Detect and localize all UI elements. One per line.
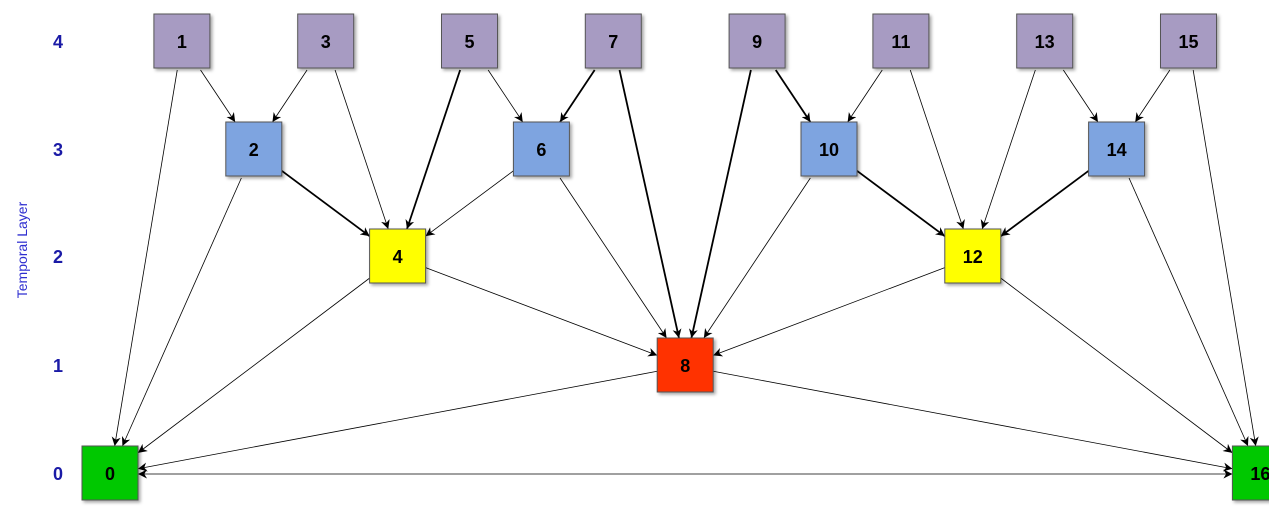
reference-arrow-11-to-10 xyxy=(847,69,883,123)
frame-box-2 xyxy=(225,121,283,177)
frame-label-11: 11 xyxy=(891,32,910,52)
reference-arrow-12-to-16 xyxy=(1000,277,1233,454)
reference-arrow-3-to-2 xyxy=(272,69,308,123)
frame-label-13: 13 xyxy=(1035,32,1055,52)
frame-box-4 xyxy=(369,228,427,284)
frame-box-14 xyxy=(1088,121,1146,177)
frame-node-0: 0 xyxy=(81,445,139,501)
reference-arrow-5-to-6 xyxy=(487,69,524,123)
reference-arrow-13-to-12 xyxy=(980,69,1036,230)
frame-box-5 xyxy=(441,13,498,69)
reference-arrow-2-to-0 xyxy=(121,177,242,447)
axis-title-temporal-layer: Temporal Layer xyxy=(14,201,30,298)
frame-box-9 xyxy=(728,13,786,69)
frame-node-9: 9 xyxy=(728,13,786,69)
frame-node-13: 13 xyxy=(1016,13,1074,69)
frame-label-8: 8 xyxy=(680,356,690,376)
layer-label-4: 4 xyxy=(53,32,63,52)
layer-label-1: 1 xyxy=(53,356,63,376)
frame-label-10: 10 xyxy=(819,140,839,160)
frame-node-12: 12 xyxy=(944,228,1002,284)
frame-node-5: 5 xyxy=(441,13,498,69)
frame-box-15 xyxy=(1160,13,1217,69)
frame-label-14: 14 xyxy=(1107,140,1127,160)
reference-arrow-8-to-16 xyxy=(713,370,1233,472)
frame-box-10 xyxy=(800,121,858,177)
frame-label-3: 3 xyxy=(321,32,331,52)
reference-arrow-10-to-8 xyxy=(703,177,811,339)
frame-node-10: 10 xyxy=(800,121,858,177)
frame-label-7: 7 xyxy=(608,32,618,52)
reference-arrow-9-to-8 xyxy=(688,69,752,339)
frame-box-7 xyxy=(584,13,642,69)
reference-arrow-6-to-8 xyxy=(559,177,667,339)
frame-label-16: 16 xyxy=(1250,464,1269,484)
frame-node-6: 6 xyxy=(512,121,570,177)
reference-arrow-7-to-8 xyxy=(618,69,682,339)
reference-arrow-7-to-6 xyxy=(559,69,596,123)
reference-arrow-2-to-4 xyxy=(281,170,371,237)
frame-node-1: 1 xyxy=(153,13,211,69)
reference-arrow-10-to-12 xyxy=(856,170,946,237)
frame-label-0: 0 xyxy=(105,464,115,484)
reference-arrow-14-to-16 xyxy=(1128,177,1249,447)
frame-node-2: 2 xyxy=(225,121,283,177)
frame-label-12: 12 xyxy=(963,247,983,267)
reference-arrow-5-to-4 xyxy=(405,69,461,230)
reference-arrow-14-to-12 xyxy=(1000,170,1090,237)
reference-arrow-6-to-4 xyxy=(425,170,514,237)
frame-box-0 xyxy=(81,445,139,501)
frame-box-12 xyxy=(944,228,1002,284)
frame-node-14: 14 xyxy=(1088,121,1146,177)
frame-node-7: 7 xyxy=(584,13,642,69)
frame-node-8: 8 xyxy=(656,337,714,393)
temporal-layer-labels: 0 1 2 3 4 xyxy=(53,32,63,484)
frame-node-4: 4 xyxy=(369,228,427,284)
reference-arrow-4-to-8 xyxy=(425,267,658,357)
frame-label-1: 1 xyxy=(177,32,187,52)
frame-label-15: 15 xyxy=(1178,32,1198,52)
frame-box-13 xyxy=(1016,13,1074,69)
frame-box-8 xyxy=(656,337,714,393)
reference-arrow-12-to-8 xyxy=(713,267,945,357)
reference-arrow-13-to-14 xyxy=(1063,69,1099,123)
reference-arrow-9-to-10 xyxy=(774,69,812,123)
frame-box-6 xyxy=(512,121,570,177)
layer-label-0: 0 xyxy=(53,464,63,484)
reference-arrow-11-to-12 xyxy=(909,69,965,230)
frame-node-3: 3 xyxy=(297,13,355,69)
frame-node-15: 15 xyxy=(1160,13,1217,69)
reference-arrow-1-to-0 xyxy=(111,69,178,447)
reference-arrow-15-to-14 xyxy=(1134,69,1171,123)
frame-label-5: 5 xyxy=(464,32,474,52)
reference-arrow-3-to-4 xyxy=(334,69,390,230)
layer-label-3: 3 xyxy=(53,140,63,160)
reference-arrow-1-to-2 xyxy=(200,69,236,123)
reference-arrow-15-to-16 xyxy=(1192,69,1259,447)
frame-node-16: 16 xyxy=(1231,445,1269,501)
layer-label-2: 2 xyxy=(53,247,63,267)
reference-arrow-8-to-0 xyxy=(137,370,658,472)
frame-label-9: 9 xyxy=(752,32,762,52)
frame-box-11 xyxy=(872,13,930,69)
frame-node-11: 11 xyxy=(872,13,930,69)
reference-arrow-4-to-0 xyxy=(137,277,370,454)
reference-arrows xyxy=(111,69,1259,479)
frame-label-2: 2 xyxy=(249,140,259,160)
frame-label-6: 6 xyxy=(536,140,546,160)
frame-box-1 xyxy=(153,13,211,69)
frame-box-3 xyxy=(297,13,355,69)
frame-box-16 xyxy=(1231,445,1269,501)
frame-label-4: 4 xyxy=(393,247,403,267)
